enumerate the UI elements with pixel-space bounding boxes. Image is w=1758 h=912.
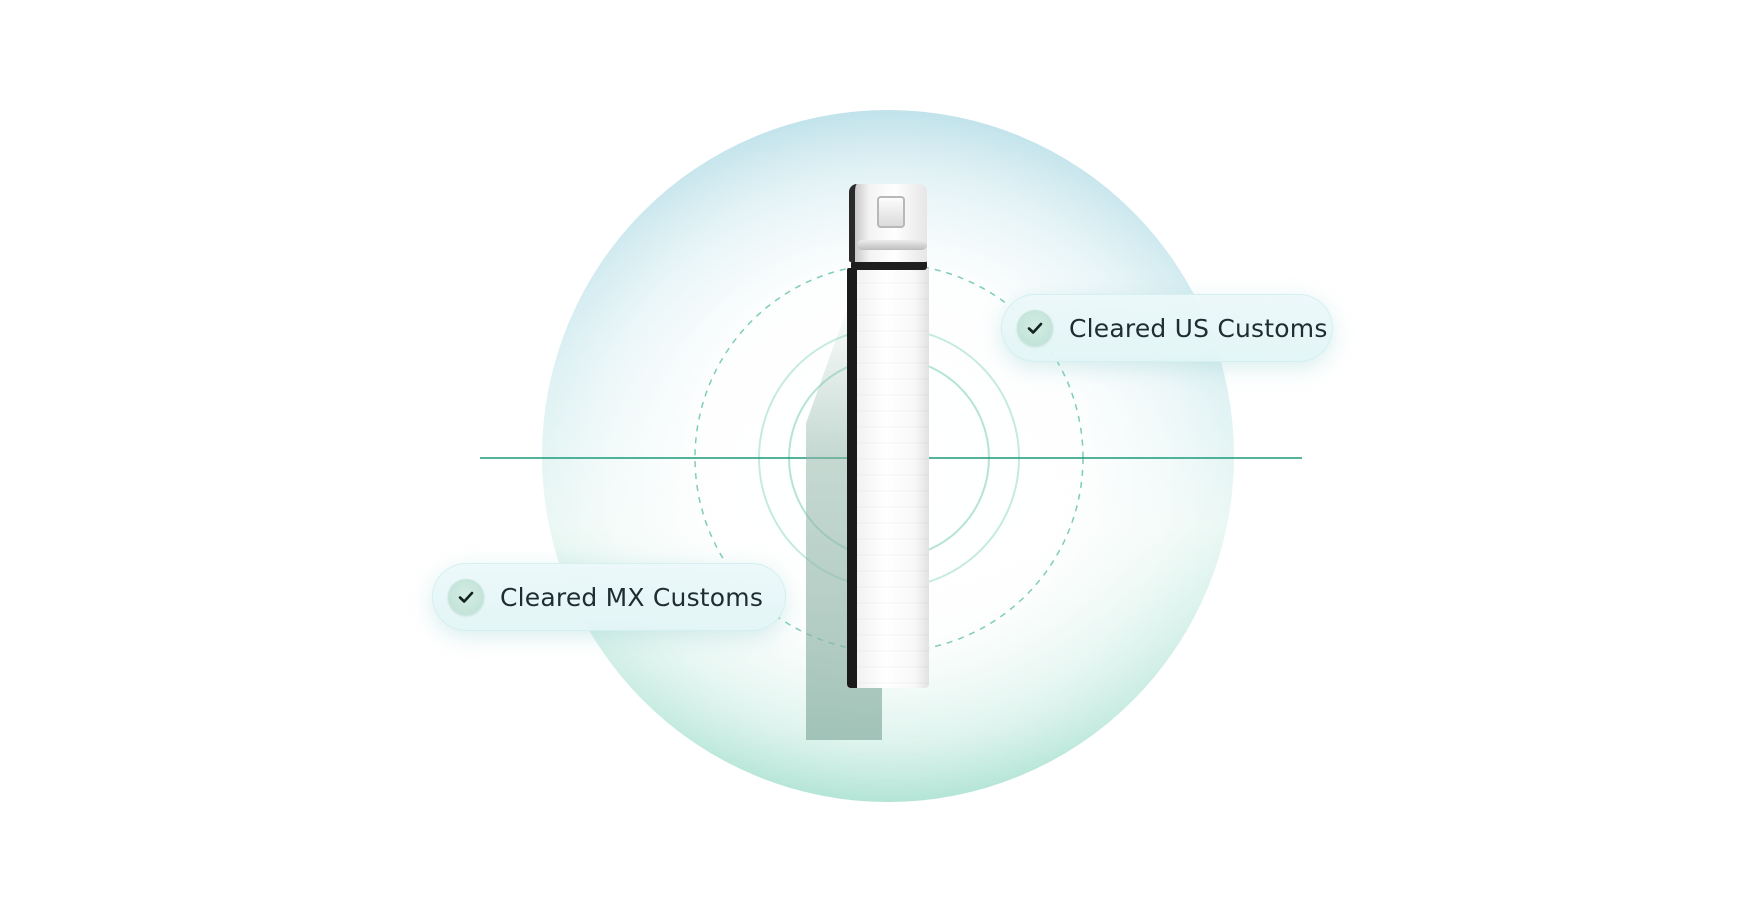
- badge-label: Cleared US Customs: [1069, 313, 1328, 343]
- truck-trailer: [847, 268, 929, 688]
- truck-cab: [849, 184, 927, 262]
- cleared-mx-customs-badge: Cleared MX Customs: [432, 563, 786, 631]
- badge-label: Cleared MX Customs: [500, 582, 764, 612]
- truck-top-view: [847, 184, 929, 688]
- truck-hitch: [851, 260, 927, 270]
- cleared-us-customs-badge: Cleared US Customs: [1001, 294, 1333, 362]
- check-icon: [448, 579, 484, 615]
- check-icon: [1017, 310, 1053, 346]
